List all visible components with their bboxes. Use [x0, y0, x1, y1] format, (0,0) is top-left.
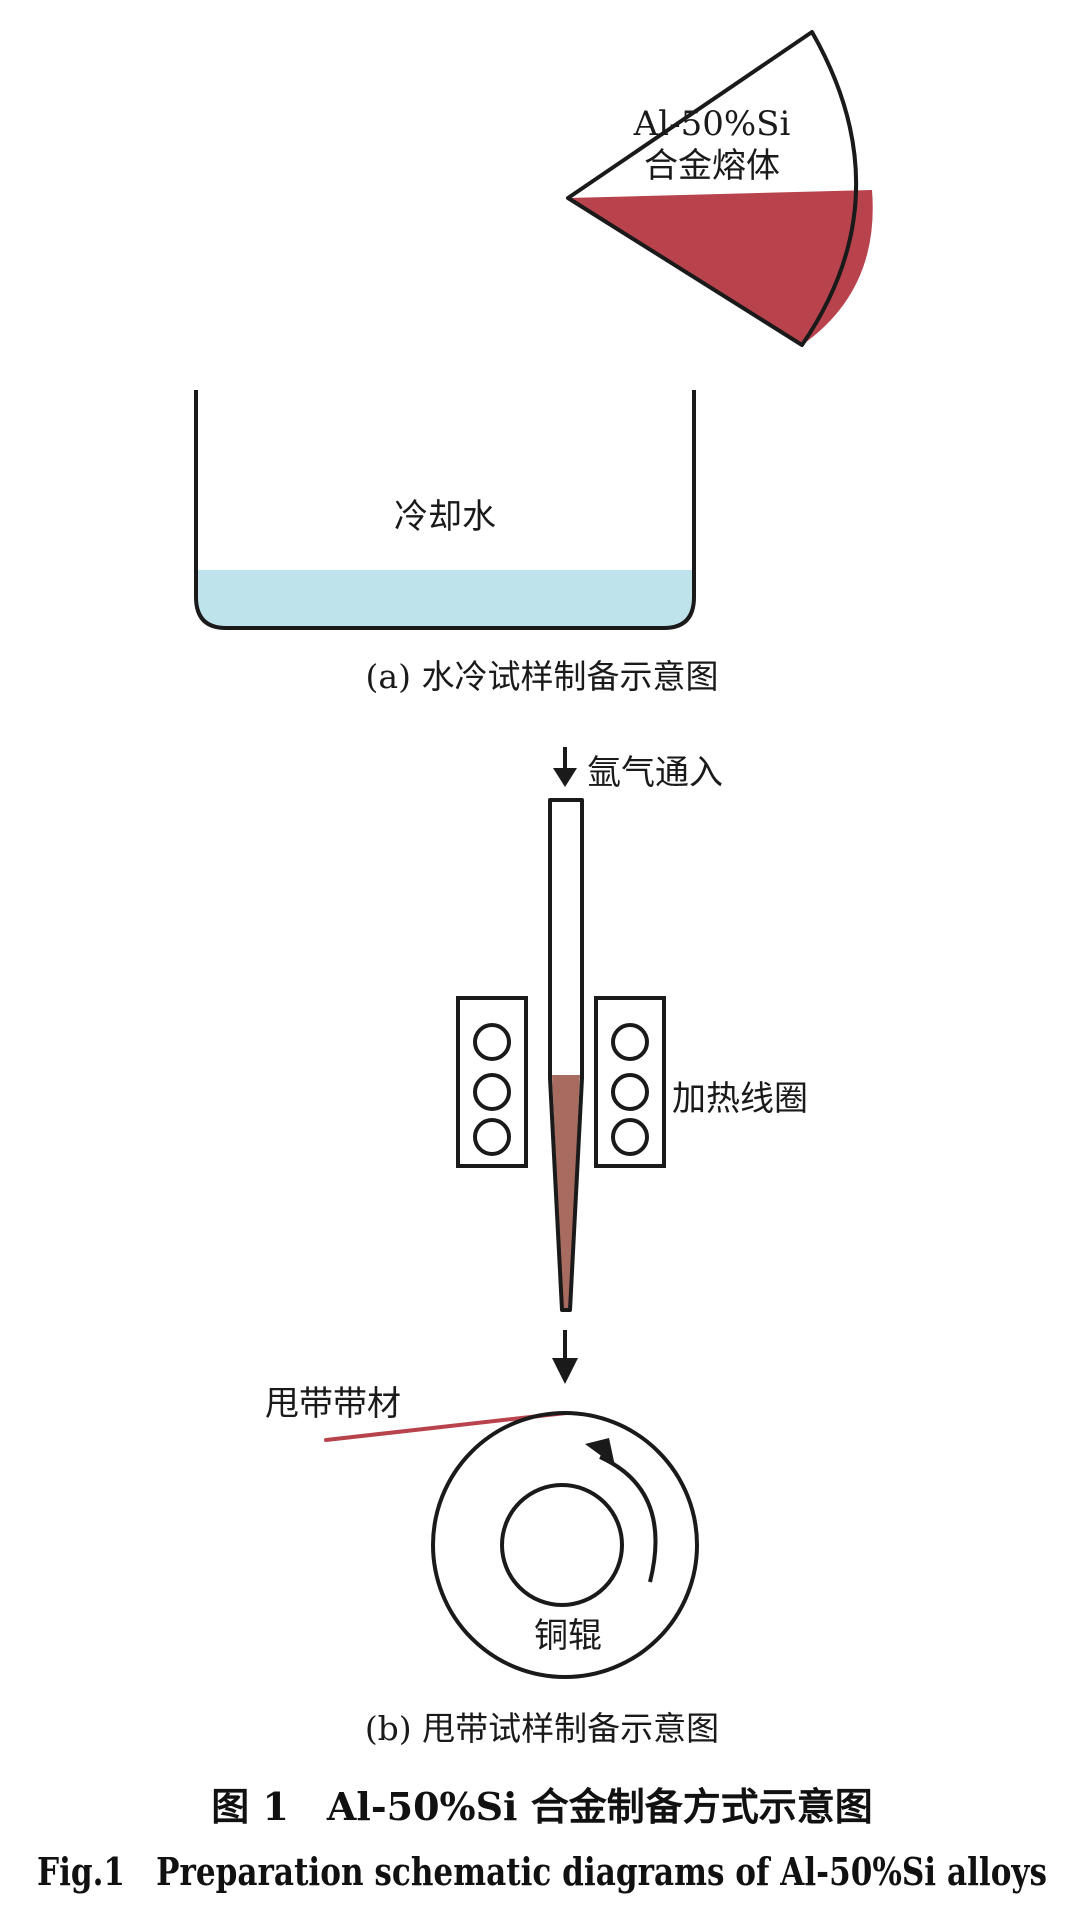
- roller-inner: [500, 1483, 624, 1607]
- melt-label-line1: Al-50%Si: [633, 104, 791, 144]
- argon-arrow: [553, 747, 577, 787]
- panel-a: Al-50%Si 合金熔体 冷却水 (a) 水冷试样制备示意图: [194, 30, 873, 696]
- nozzle-outline: [548, 798, 584, 1312]
- caption-a: (a) 水冷试样制备示意图: [366, 657, 719, 696]
- coil-right: [594, 996, 666, 1168]
- crucible: [566, 30, 873, 347]
- tank-outline: [194, 390, 696, 630]
- figure-title-en: Fig.1 Preparation schematic diagrams of …: [37, 1849, 1047, 1894]
- copper-roller: [431, 1411, 699, 1679]
- nozzle-melt: [552, 1075, 580, 1308]
- coil-left: [456, 996, 528, 1168]
- nozzle-tube: [548, 798, 584, 1312]
- crucible-outline: [566, 30, 859, 347]
- tank-water: [196, 570, 694, 628]
- jet-arrow: [552, 1330, 578, 1384]
- figure-title-cn: 图 1 Al-50%Si 合金制备方式示意图: [211, 1784, 872, 1829]
- argon-label: 氩气通入: [587, 753, 723, 793]
- water-tank: [194, 390, 696, 630]
- panel-b: 氩气通入 加热线圈 甩带带材: [265, 747, 808, 1748]
- water-label: 冷却水: [394, 497, 496, 537]
- coil-label: 加热线圈: [672, 1079, 808, 1119]
- rotation-arrowhead: [585, 1438, 615, 1466]
- crucible-melt: [568, 190, 873, 345]
- melt-label-line2: 合金熔体: [644, 146, 780, 186]
- rotation-arc: [599, 1455, 658, 1583]
- ribbon-label: 甩带带材: [265, 1384, 401, 1424]
- caption-b: (b) 甩带试样制备示意图: [365, 1709, 719, 1748]
- roller-label: 铜辊: [534, 1616, 602, 1656]
- roller-outer: [431, 1411, 699, 1679]
